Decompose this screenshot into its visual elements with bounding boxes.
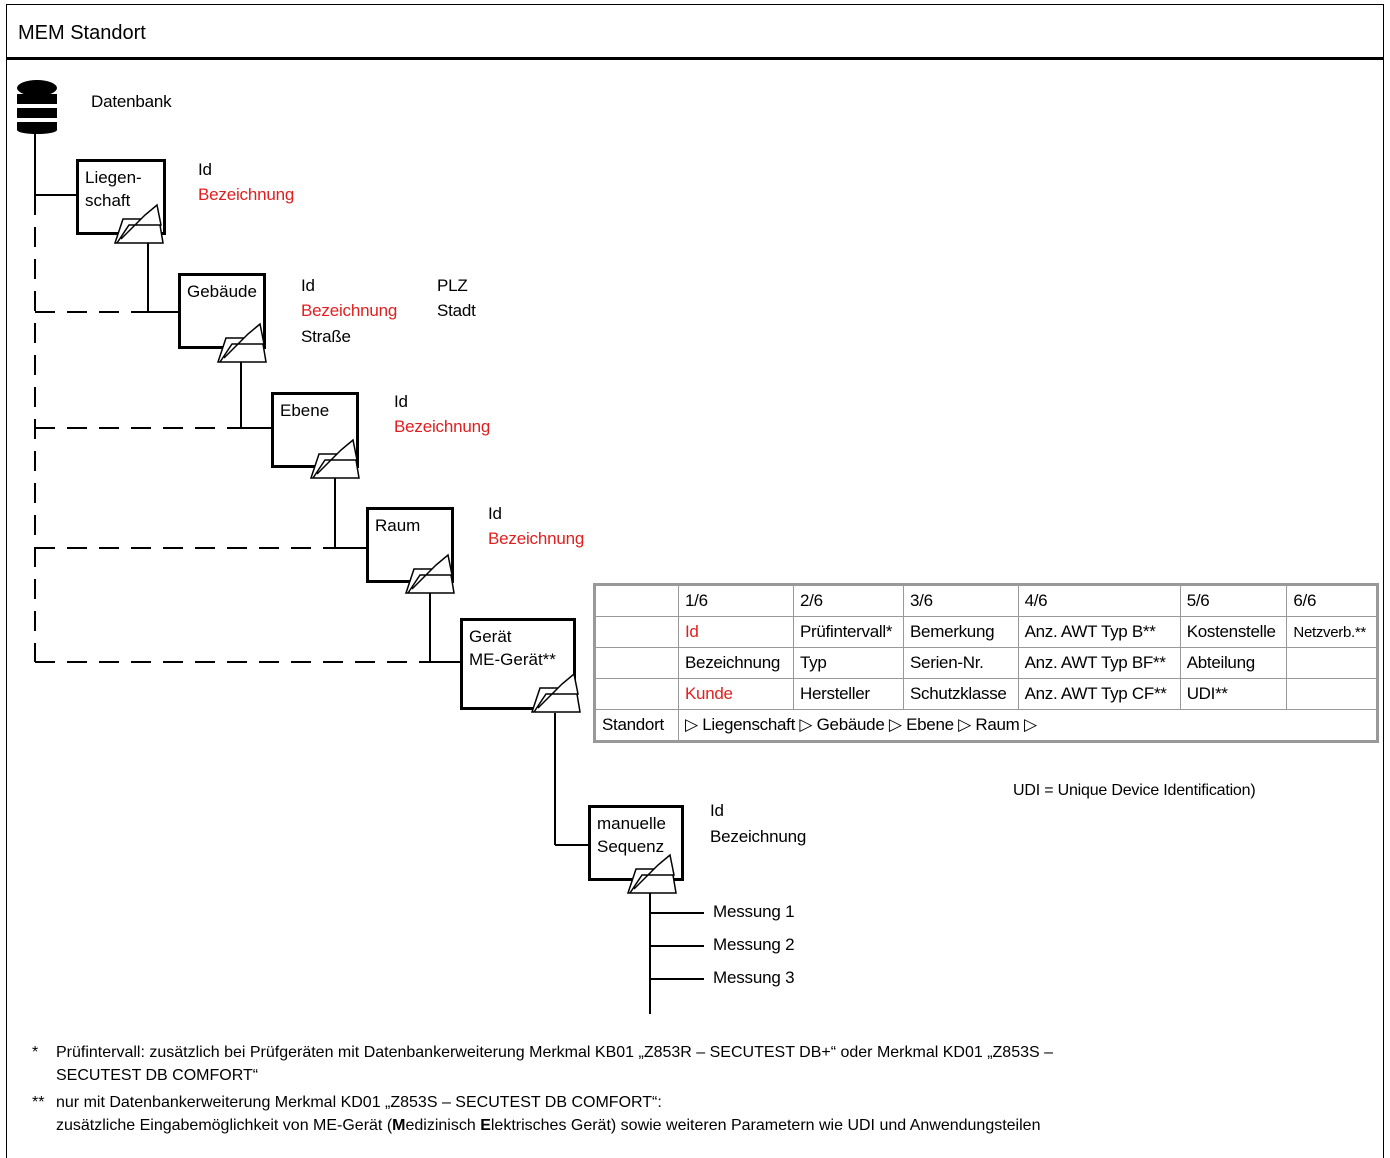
title-rule bbox=[7, 57, 1384, 60]
database-icon bbox=[17, 80, 57, 134]
ebene-field-bezeichnung: Bezeichnung bbox=[394, 417, 491, 436]
node-gebaeude-label: Gebäude bbox=[187, 282, 257, 301]
table-cell: Anz. AWT Typ B** bbox=[1017, 616, 1181, 648]
gebaeude-field-stadt: Stadt bbox=[437, 301, 476, 320]
table-standort-row: Standort ▷ Liegenschaft ▷ Gebäude ▷ Eben… bbox=[594, 709, 1378, 742]
footnote-1-line2: SECUTEST DB COMFORT“ bbox=[56, 1067, 259, 1084]
table-cell: Schutzklasse bbox=[903, 678, 1019, 710]
table-header-cell bbox=[594, 584, 679, 617]
table-cell: Kostenstelle bbox=[1179, 616, 1288, 648]
ebene-field-id: Id bbox=[394, 392, 408, 411]
gebaeude-field-strasse: Straße bbox=[301, 327, 351, 346]
udi-note: UDI = Unique Device Identification) bbox=[1013, 782, 1256, 799]
standort-label: Standort bbox=[594, 709, 679, 742]
folder-icon bbox=[216, 322, 267, 363]
footnote-2-line2: zusätzliche Eingabemöglichkeit von ME-Ge… bbox=[56, 1114, 1040, 1137]
page-title: MEM Standort bbox=[18, 22, 146, 44]
footnote-2-line1: nur mit Datenbankerweiterung Merkmal KD0… bbox=[56, 1094, 662, 1111]
table-row: Kunde Hersteller Schutzklasse Anz. AWT T… bbox=[594, 678, 1378, 710]
node-ebene-label: Ebene bbox=[280, 401, 330, 420]
database-label: Datenbank bbox=[91, 92, 172, 111]
raum-field-id: Id bbox=[488, 504, 502, 523]
table-cell: Netzverb.** bbox=[1286, 616, 1378, 648]
table-cell: Prüfintervall* bbox=[792, 616, 905, 648]
measurement-item: Messung 3 bbox=[713, 968, 795, 987]
table-cell bbox=[1286, 647, 1378, 679]
footnote-2-text-a: zusätzliche Eingabemöglichkeit von ME-Ge… bbox=[56, 1117, 393, 1134]
node-geraet-line2: ME-Gerät** bbox=[469, 650, 556, 669]
gebaeude-field-bezeichnung: Bezeichnung bbox=[301, 301, 398, 320]
footnote-2-mark: ** bbox=[32, 1094, 45, 1111]
gebaeude-field-plz: PLZ bbox=[437, 276, 468, 295]
raum-field-bezeichnung: Bezeichnung bbox=[488, 529, 585, 548]
liegenschaft-field-bezeichnung: Bezeichnung bbox=[198, 185, 295, 204]
table-cell: Id bbox=[678, 616, 794, 648]
folder-icon bbox=[113, 203, 164, 244]
sequenz-field-id: Id bbox=[710, 801, 724, 820]
footnote-2-bold-e: E bbox=[480, 1117, 491, 1134]
table-header-cell: 4/6 bbox=[1017, 584, 1181, 617]
folder-icon bbox=[309, 438, 360, 479]
table-cell bbox=[594, 616, 679, 648]
footnote-2-text-e: lektrisches Gerät) sowie weiteren Parame… bbox=[490, 1117, 1041, 1134]
folder-icon bbox=[530, 672, 581, 713]
node-liegenschaft-line1: Liegen- bbox=[85, 168, 142, 187]
footnote-2-bold-m: M bbox=[392, 1117, 406, 1134]
table-cell bbox=[594, 678, 679, 710]
node-geraet-line1: Gerät bbox=[469, 627, 512, 646]
table-cell: Bemerkung bbox=[903, 616, 1019, 648]
table-cell: Kunde bbox=[678, 678, 794, 710]
table-row: Bezeichnung Typ Serien-Nr. Anz. AWT Typ … bbox=[594, 647, 1378, 679]
footnote-1-mark: * bbox=[32, 1044, 39, 1061]
table-cell: UDI** bbox=[1179, 678, 1288, 710]
table-cell bbox=[1286, 678, 1378, 710]
standort-path: ▷ Liegenschaft ▷ Gebäude ▷ Ebene ▷ Raum … bbox=[678, 709, 1378, 742]
table-cell: Hersteller bbox=[792, 678, 905, 710]
node-sequenz-line2: Sequenz bbox=[597, 837, 665, 856]
table-header-cell: 6/6 bbox=[1286, 584, 1378, 617]
page-frame bbox=[6, 4, 1384, 1158]
table-cell: Abteilung bbox=[1179, 647, 1288, 679]
node-liegenschaft-line2: schaft bbox=[85, 191, 131, 210]
node-raum-label: Raum bbox=[375, 516, 421, 535]
table-header-cell: 2/6 bbox=[792, 584, 905, 617]
folder-icon bbox=[626, 853, 677, 894]
table-cell: Serien-Nr. bbox=[903, 647, 1019, 679]
table-cell: Typ bbox=[792, 647, 905, 679]
table-header-cell: 3/6 bbox=[903, 584, 1019, 617]
table-header-cell: 1/6 bbox=[678, 584, 794, 617]
table-header-cell: 5/6 bbox=[1179, 584, 1288, 617]
sequenz-field-bezeichnung: Bezeichnung bbox=[710, 827, 807, 846]
measurement-item: Messung 1 bbox=[713, 902, 795, 921]
node-geraet[interactable]: Gerät ME-Gerät** bbox=[460, 618, 576, 710]
table-header-row: 1/6 2/6 3/6 4/6 5/6 6/6 bbox=[594, 584, 1378, 617]
node-sequenz-line1: manuelle bbox=[597, 814, 666, 833]
folder-icon bbox=[404, 553, 455, 594]
device-fields-table: 1/6 2/6 3/6 4/6 5/6 6/6 Id Prüfintervall… bbox=[593, 583, 1379, 743]
footnote-1-line1: Prüfintervall: zusätzlich bei Prüfgeräte… bbox=[56, 1044, 1054, 1061]
table-cell: Bezeichnung bbox=[678, 647, 794, 679]
gebaeude-field-id: Id bbox=[301, 276, 315, 295]
table-row: Id Prüfintervall* Bemerkung Anz. AWT Typ… bbox=[594, 616, 1378, 648]
table-cell: Anz. AWT Typ CF** bbox=[1017, 678, 1181, 710]
liegenschaft-field-id: Id bbox=[198, 160, 212, 179]
measurement-item: Messung 2 bbox=[713, 935, 795, 954]
table-cell: Anz. AWT Typ BF** bbox=[1017, 647, 1181, 679]
footnote-2-text-c: edizinisch bbox=[405, 1117, 481, 1134]
table-cell bbox=[594, 647, 679, 679]
